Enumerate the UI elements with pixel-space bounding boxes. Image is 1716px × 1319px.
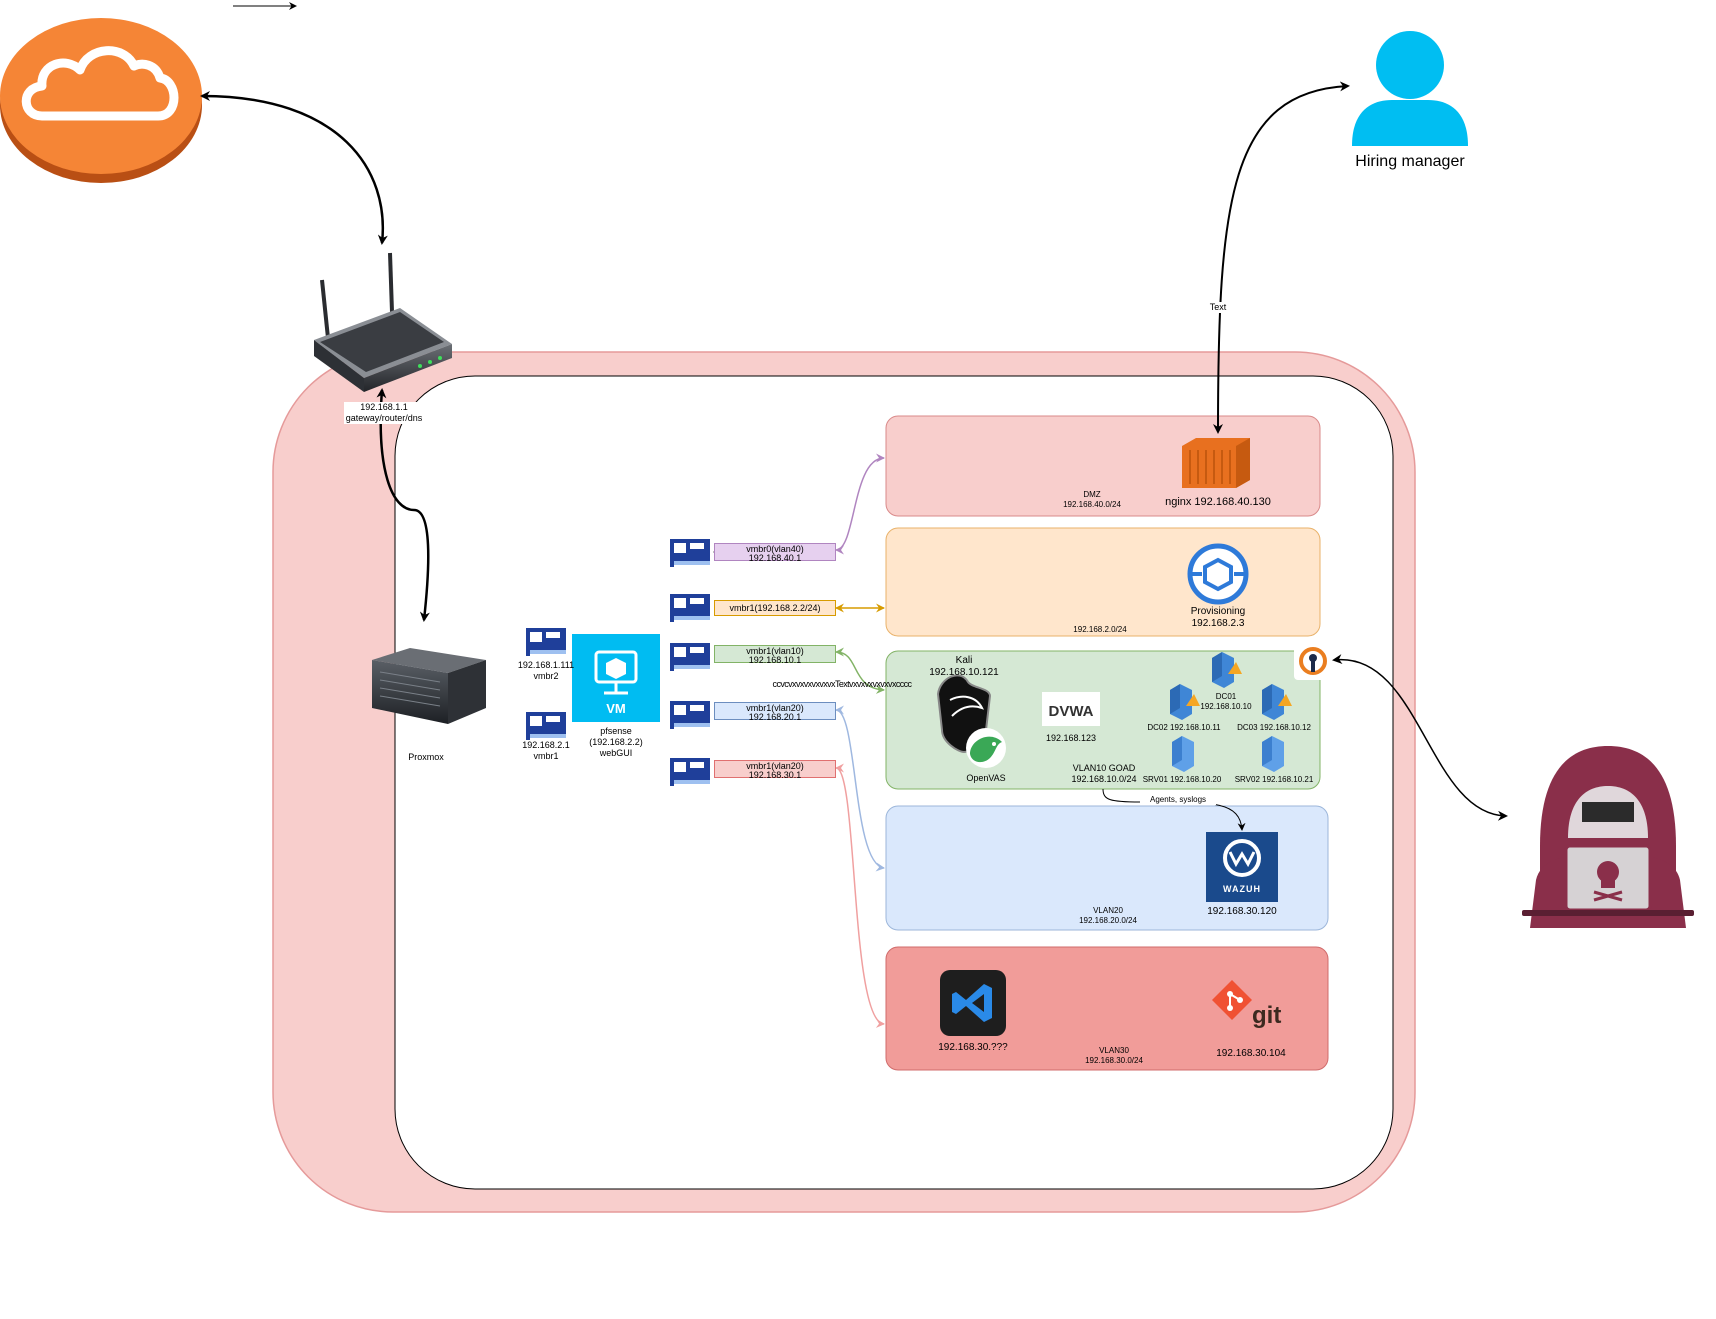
container-icon <box>1182 438 1250 488</box>
vlan10-subnet: 192.168.10.0/24 <box>1071 774 1137 784</box>
dvwa-ip: 192.168.123 <box>1045 733 1097 743</box>
dc02-label: DC02 192.168.10.11 <box>1147 723 1221 732</box>
windows-server-icon <box>1170 652 1292 772</box>
vlan30-label: VLAN30 192.168.30.0/24 <box>1074 1046 1154 1066</box>
dmz-subnet: 192.168.40.0/24 <box>1063 500 1121 509</box>
dmz-label: DMZ 192.168.40.0/24 <box>1052 490 1132 510</box>
nic1-ip: 192.168.1.111 <box>517 660 575 670</box>
nic2-ip: 192.168.2.1 <box>522 740 570 750</box>
provisioning-ip: 192.168.2.3 <box>1191 618 1245 629</box>
person-icon <box>1352 31 1468 146</box>
router-ip-label: 192.168.1.1 gateway/router/dns <box>344 402 424 424</box>
overlapping-edge-labels: ccvcvxvxvxvxvxvxTextvxvxvxvxvxvxcccc <box>772 679 913 689</box>
openvas-label: OpenVAS <box>966 773 1006 783</box>
nic2-bridge: vmbr1 <box>533 751 559 761</box>
pfsense-ip: (192.168.2.2) <box>589 737 643 747</box>
edge-hacker-openvpn <box>1332 654 1508 821</box>
git-ip: 192.168.30.104 <box>1216 1048 1286 1059</box>
cloud-icon <box>0 18 202 183</box>
git-icon <box>1212 980 1252 1020</box>
vlan20-subnet: 192.168.20.0/24 <box>1079 916 1137 925</box>
dc03-label: DC03 192.168.10.12 <box>1237 723 1311 732</box>
svg-text:DVWA: DVWA <box>1049 703 1094 720</box>
nic-icon <box>526 539 710 786</box>
edge-vmbr1-vlan10 <box>835 647 885 695</box>
bridge-name: vmbr1(192.168.2.2/24) <box>729 603 821 613</box>
kali-name: Kali <box>955 655 973 666</box>
bridge-vmbr1-vlan10[interactable]: vmbr1(vlan10) 192.168.10.1 <box>714 645 836 665</box>
vm-badge: VM <box>606 701 626 716</box>
srv02-label: SRV02 192.168.10.21 <box>1234 775 1314 784</box>
bridge-ip: 192.168.40.1 <box>748 553 802 563</box>
kali-label: Kali 192.168.10.121 <box>920 655 1008 679</box>
provisioning-icon <box>1187 543 1249 605</box>
vscode-icon <box>940 970 1006 1036</box>
wazuh-icon <box>1206 832 1278 902</box>
edge-router-proxmox <box>376 388 430 622</box>
router-ip: 192.168.1.1 <box>360 402 408 412</box>
nic1-bridge: vmbr2 <box>533 671 559 681</box>
git-logo: git <box>1252 1002 1282 1029</box>
openvas-icon <box>966 728 1006 768</box>
router-role: gateway/router/dns <box>345 413 423 423</box>
provisioning-label: Provisioning 192.168.2.3 <box>1178 606 1258 630</box>
edge-hiring-manager-nginx <box>1213 81 1350 434</box>
provisioning-subnet: 192.168.2.0/24 <box>1073 625 1127 634</box>
vlan10-name: VLAN10 GOAD <box>1072 763 1136 773</box>
pfsense-name: pfsense <box>600 726 632 736</box>
bridge-name: vmbr1(vlan20) <box>746 703 804 713</box>
edge-vmbr0-dmz <box>835 453 885 555</box>
dc01-name: DC01 <box>1215 692 1237 701</box>
bridge-vmbr1-vlan30[interactable]: vmbr1(vlan20) 192.168.30.1 <box>714 760 836 780</box>
vlan30-name: VLAN30 <box>1099 1046 1129 1055</box>
openvpn-icon <box>1294 644 1332 680</box>
nginx-label: nginx 192.168.40.130 <box>1165 496 1271 508</box>
provisioning-name: Provisioning <box>1190 606 1246 617</box>
edge-vlan30-zone <box>835 763 885 1028</box>
vlan10-label: VLAN10 GOAD 192.168.10.0/24 <box>1060 763 1148 785</box>
dc01-ip: 192.168.10.10 <box>1200 702 1252 711</box>
dvwa-icon: DVWA <box>1042 692 1100 726</box>
hacker-icon <box>1508 728 1716 946</box>
nic-label-1: 192.168.1.111 vmbr2 <box>506 660 586 682</box>
bridge-vmbr1-provisioning[interactable]: vmbr1(192.168.2.2/24) <box>714 600 836 616</box>
bridge-name: vmbr0(vlan40) <box>746 544 804 554</box>
router-icon <box>314 252 452 392</box>
vlan30-subnet: 192.168.30.0/24 <box>1085 1056 1143 1065</box>
dmz-name: DMZ <box>1083 490 1101 499</box>
vscode-ip: 192.168.30.??? <box>938 1042 1008 1053</box>
bridge-vmbr1-vlan20[interactable]: vmbr1(vlan20) 192.168.20.1 <box>714 702 836 722</box>
edge-cloud-router <box>200 91 388 245</box>
edge-label-text: Text <box>1200 302 1236 313</box>
hiring-manager-label: Hiring manager <box>1355 153 1465 170</box>
proxmox-label: Proxmox <box>408 752 444 762</box>
pfsense-label: pfsense (192.168.2.2) webGUI <box>576 726 656 759</box>
bridge-vmbr0-vlan40[interactable]: vmbr0(vlan40) 192.168.40.1 <box>714 543 836 563</box>
bridge-ip: 192.168.10.1 <box>748 655 802 665</box>
bridge-ip: 192.168.30.1 <box>748 770 802 780</box>
vm-icon <box>572 634 660 722</box>
pfsense-note: webGUI <box>599 748 633 758</box>
wazuh-ip: 192.168.30.120 <box>1207 906 1277 917</box>
wazuh-logo: WAZUH <box>1223 884 1261 894</box>
bridge-name: vmbr1(vlan10) <box>746 646 804 656</box>
bridge-ip: 192.168.20.1 <box>748 712 802 722</box>
server-icon <box>372 648 486 724</box>
agents-syslogs-label: Agents, syslogs <box>1140 794 1216 805</box>
vlan20-name: VLAN20 <box>1093 906 1123 915</box>
bridge-name: vmbr1(vlan20) <box>746 761 804 771</box>
srv01-label: SRV01 192.168.10.20 <box>1142 775 1222 784</box>
vlan20-label: VLAN20 192.168.20.0/24 <box>1068 906 1148 926</box>
kali-ip: 192.168.10.121 <box>929 667 999 678</box>
dc01-label: DC01 192.168.10.10 <box>1186 692 1266 712</box>
nic-label-2: 192.168.2.1 vmbr1 <box>506 740 586 762</box>
